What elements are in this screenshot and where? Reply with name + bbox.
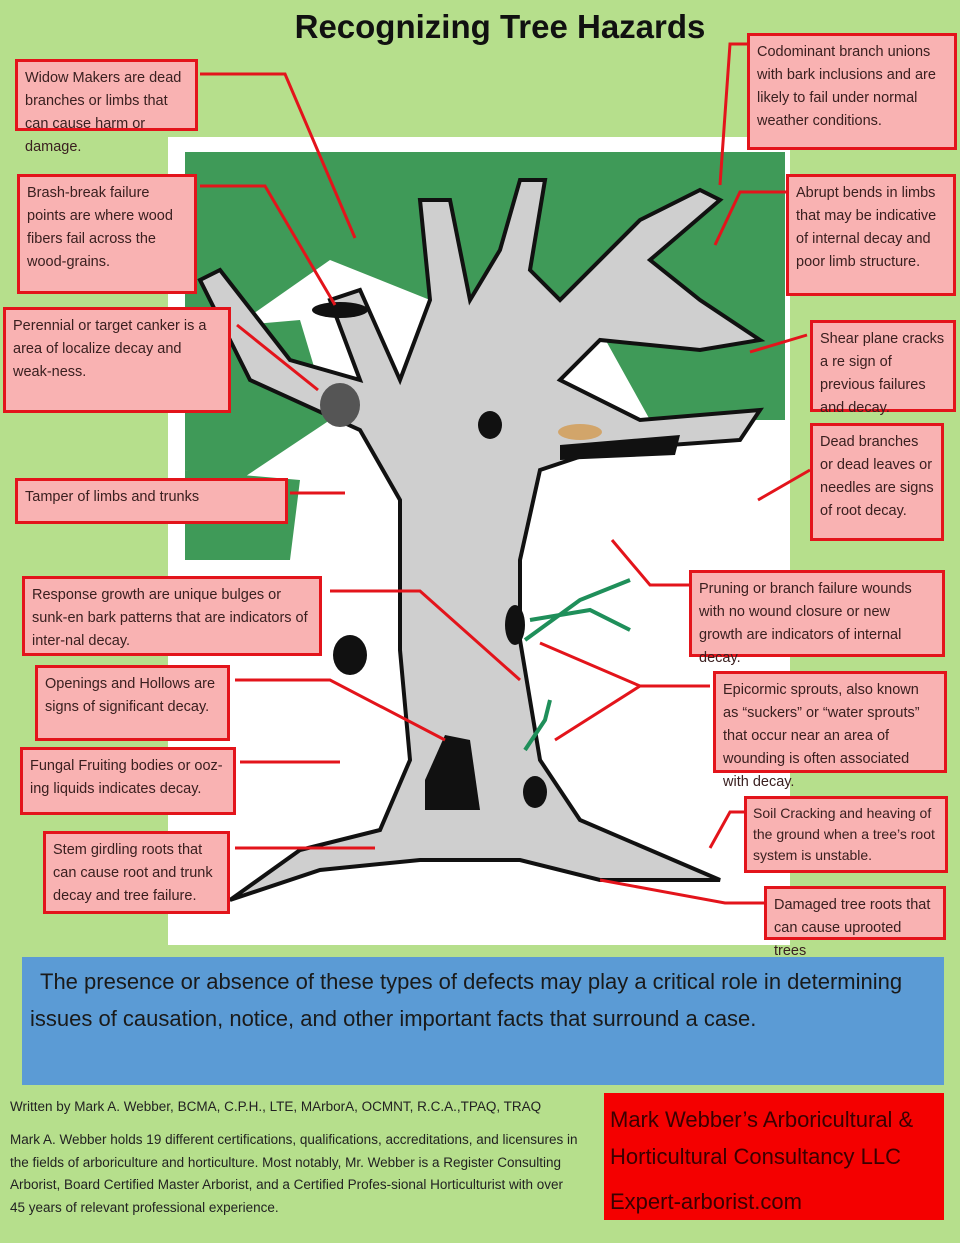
epicormic-sprouts (523, 578, 631, 752)
callout-abrupt-bends: Abrupt bends in limbs that may be indica… (786, 174, 956, 296)
page-title: Recognizing Tree Hazards (294, 8, 706, 45)
brand-website-link[interactable]: Expert-arborist.com (610, 1189, 802, 1214)
defects (312, 302, 680, 810)
brand-name-line-1: Mark Webber’s Arboricultural & (610, 1107, 914, 1132)
callout-response-growth: Response growth are unique bulges or sun… (22, 576, 322, 656)
callout-tamper: Tamper of limbs and trunks (15, 478, 288, 524)
author-line: Written by Mark A. Webber, BCMA, C.P.H.,… (10, 1099, 542, 1114)
summary-line-1: The presence or absence of these types o… (40, 969, 903, 994)
summary-line-2: issues of causation, notice, and other i… (30, 1006, 757, 1031)
callout-damaged-roots: Damaged tree roots that can cause uproot… (764, 886, 946, 959)
callout-dead-branches: Dead branches or dead leaves or needles … (810, 423, 944, 541)
callout-fungal: Fungal Fruiting bodies or ooz-ing liquid… (20, 747, 236, 815)
callout-soil-cracking: Soil Cracking and heaving of the ground … (744, 796, 948, 873)
author-bio: Mark A. Webber holds 19 different certif… (10, 1132, 578, 1215)
trunk-and-branches (197, 178, 766, 902)
callout-codominant: Codominant branch unions with bark inclu… (747, 33, 957, 150)
callout-canker: Perennial or target canker is a area of … (3, 307, 231, 413)
callout-shear-plane: Shear plane cracks a re sign of previous… (810, 320, 956, 416)
callout-pruning-wounds: Pruning or branch failure wounds with no… (689, 570, 945, 666)
callout-arrows (200, 42, 811, 905)
summary-box: The presence or absence of these types o… (22, 957, 944, 1085)
callout-widow-makers: Widow Makers are dead branches or limbs … (15, 59, 198, 155)
brand-name-line-2: Horticultural Consultancy LLC (610, 1144, 902, 1169)
callout-openings-hollows: Openings and Hollows are signs of signif… (35, 665, 230, 741)
callout-epicormic: Epicormic sprouts, also known as “sucker… (713, 671, 947, 790)
brand-box: Mark Webber’s Arboricultural & Horticult… (604, 1093, 944, 1220)
callout-brash-break: Brash-break failure points are where woo… (17, 174, 197, 294)
callout-girdling-roots: Stem girdling roots that can cause root … (43, 831, 230, 914)
